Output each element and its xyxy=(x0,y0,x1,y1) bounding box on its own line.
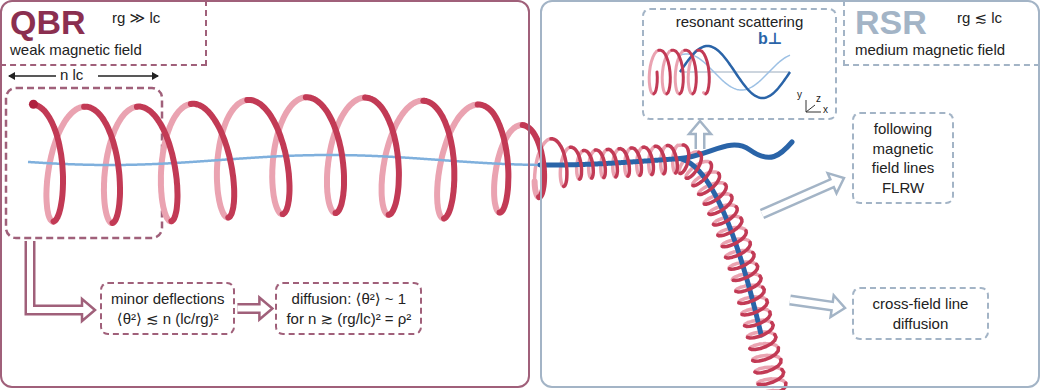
arrow-inner xyxy=(237,306,262,312)
process-box: diffusion: ⟨θ²⟩ ~ 1for n ≳ (rg/lc)² = ρ² xyxy=(275,282,422,335)
axis-line xyxy=(806,112,821,113)
process-box: minor deflections⟨θ²⟩ ≲ n (lc/rg)² xyxy=(100,282,235,335)
axis-label: y xyxy=(797,89,802,100)
formula: ⟨θ²⟩ ≲ n (lc/rg)² xyxy=(111,309,224,329)
dimension-label: n lc xyxy=(60,67,83,84)
helix-stroke xyxy=(33,97,544,223)
dimension-line xyxy=(98,75,158,76)
dimension-arrowhead xyxy=(152,72,159,80)
helix-back xyxy=(46,97,788,390)
panel-header: QBR rg ≫ lc weak magnetic field xyxy=(0,0,207,66)
axis-label: x xyxy=(823,104,828,115)
helix-stroke xyxy=(535,139,789,390)
process-box: cross-field line diffusion xyxy=(852,287,989,340)
box-heading: following magnetic field lines FLRW xyxy=(863,119,943,197)
regime-panel: QBR rg ≫ lc weak magnetic field minor defle… xyxy=(0,0,530,388)
box-title: resonant scattering xyxy=(644,13,835,31)
hollow-arrow xyxy=(30,241,82,310)
arrow-inner xyxy=(30,241,85,310)
inset-box: resonant scattering xyxy=(642,8,837,120)
field-label: b⊥ xyxy=(758,30,782,48)
field-lines xyxy=(28,46,792,335)
layout-arrows xyxy=(30,121,845,321)
regime-panel: RSR rg ≲ lc medium magnetic field resonant … xyxy=(540,0,1040,388)
helix-stroke xyxy=(551,139,788,390)
helix-front xyxy=(29,97,788,390)
dimension-arrowhead xyxy=(8,72,15,80)
helix-stroke xyxy=(654,50,710,94)
particle-dot xyxy=(29,100,38,109)
axis-line xyxy=(806,105,815,112)
box-heading: minor deflections xyxy=(111,289,224,309)
regime-note: medium magnetic field xyxy=(855,42,1005,59)
regime-title: RSR xyxy=(855,4,927,41)
box-heading: cross-field line diffusion xyxy=(863,294,978,333)
axis-line xyxy=(806,100,807,112)
formula: for n ≳ (rg/lc)² = ρ² xyxy=(286,309,411,329)
connector-group xyxy=(237,298,272,320)
dimension-line xyxy=(9,75,56,76)
panel-header: RSR rg ≲ lc medium magnetic field xyxy=(843,0,1040,66)
axis-label: z xyxy=(816,93,821,104)
regime-note: rg ≲ lc xyxy=(957,10,1002,27)
process-box: following magnetic field lines FLRW xyxy=(852,112,954,204)
box-heading: diffusion: ⟨θ²⟩ ~ 1 xyxy=(286,289,411,309)
arrow-inner xyxy=(762,182,835,214)
dimension-line xyxy=(8,72,159,80)
regime-note: weak magnetic field xyxy=(10,42,142,59)
arrow-inner xyxy=(790,300,835,307)
arrow-inner xyxy=(697,131,703,149)
regime-title: QBR xyxy=(10,4,86,41)
regime-note: rg ≫ lc xyxy=(112,10,160,27)
